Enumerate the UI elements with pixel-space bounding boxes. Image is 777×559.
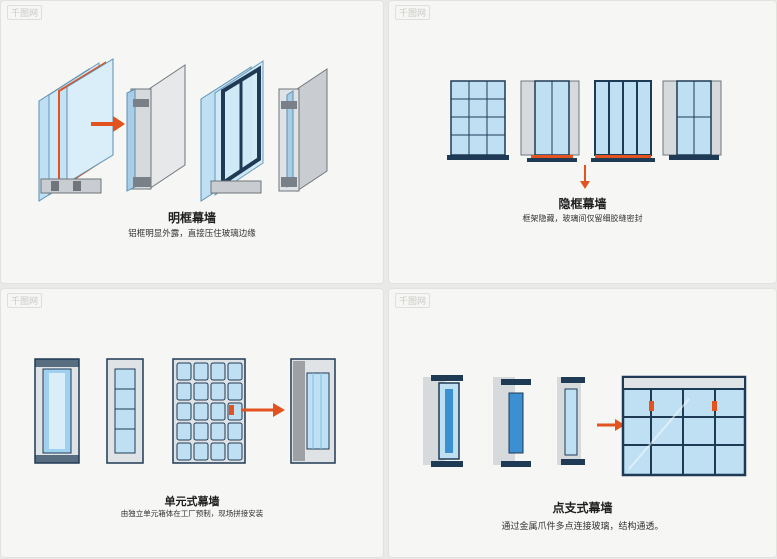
- unitized-grid-cell: [193, 402, 209, 421]
- point-arrow: [597, 419, 625, 431]
- panel-point-supported: 千图网: [388, 288, 777, 558]
- panel-caption: 通过金属爪件多点连接玻璃，结构通透。: [501, 522, 664, 532]
- unitized-section-4: [290, 358, 336, 464]
- unitized-grid-cell: [176, 442, 192, 461]
- hidden-frame-illustration: [447, 80, 722, 189]
- unitized-grid-cell: [210, 382, 226, 401]
- unitized-grid-cells: [176, 362, 243, 461]
- watermark: 千图网: [7, 293, 43, 308]
- exposed-section-2: [126, 64, 186, 192]
- unitized-illustration: [34, 358, 336, 464]
- unitized-grid-marker: [229, 405, 234, 415]
- unitized-section-2: [106, 358, 144, 464]
- unitized-grid-cell: [210, 402, 226, 421]
- unitized-grid-cell: [210, 422, 226, 441]
- hidden-elevation-4: [662, 80, 722, 160]
- unitized-grid-cell: [227, 362, 243, 381]
- unitized-grid-cell: [227, 382, 243, 401]
- exposed-frame-illustration: [38, 58, 328, 202]
- hidden-elevation-2: [520, 80, 580, 162]
- unitized-grid-cell: [227, 442, 243, 461]
- point-section-1: [423, 375, 463, 467]
- exposed-arrow: [91, 116, 125, 132]
- unitized-grid-cell: [176, 402, 192, 421]
- panel-title: 点支式幕墙: [552, 501, 613, 515]
- unitized-grid-cell: [210, 442, 226, 461]
- panel-title: 明框幕墙: [167, 211, 216, 225]
- unitized-grid-cell: [193, 442, 209, 461]
- unitized-grid-cell: [193, 422, 209, 441]
- panel-unitized: 千图网: [0, 288, 384, 558]
- exposed-section-4: [278, 68, 328, 192]
- point-supported-illustration: [423, 375, 747, 477]
- unitized-arrow: [241, 403, 285, 417]
- panel-hidden-frame: 千图网: [388, 0, 777, 284]
- point-section-3: [557, 377, 585, 465]
- panel-title: 隐框幕墙: [558, 197, 607, 211]
- hidden-elevation-1: [447, 80, 509, 160]
- unitized-grid-cell: [176, 362, 192, 381]
- unitized-grid-cell: [193, 382, 209, 401]
- unitized-grid-cell: [176, 422, 192, 441]
- panel-caption: 由独立单元箱体在工厂预制，现场拼接安装: [120, 509, 264, 518]
- watermark: 千图网: [395, 5, 431, 20]
- point-section-2: [493, 377, 531, 467]
- point-elevation: [621, 375, 747, 477]
- unitized-section-1: [34, 358, 80, 464]
- panel-caption: 框架隐藏，玻璃间仅留细胶缝密封: [522, 214, 643, 223]
- exposed-section-3: [200, 60, 264, 202]
- unitized-grid-cell: [176, 382, 192, 401]
- watermark: 千图网: [7, 5, 43, 20]
- hidden-arrow: [580, 165, 590, 189]
- exposed-section-1: [38, 58, 114, 202]
- panel-exposed-frame: 千图网: [0, 0, 384, 284]
- unitized-grid-cell: [210, 362, 226, 381]
- unitized-grid-cell: [227, 422, 243, 441]
- watermark: 千图网: [395, 293, 431, 308]
- hidden-elevation-3: [591, 80, 655, 162]
- panel-caption: 铝框明显外露，直接压住玻璃边缘: [128, 229, 256, 239]
- unitized-grid-cell: [193, 362, 209, 381]
- panel-title: 单元式幕墙: [164, 495, 220, 508]
